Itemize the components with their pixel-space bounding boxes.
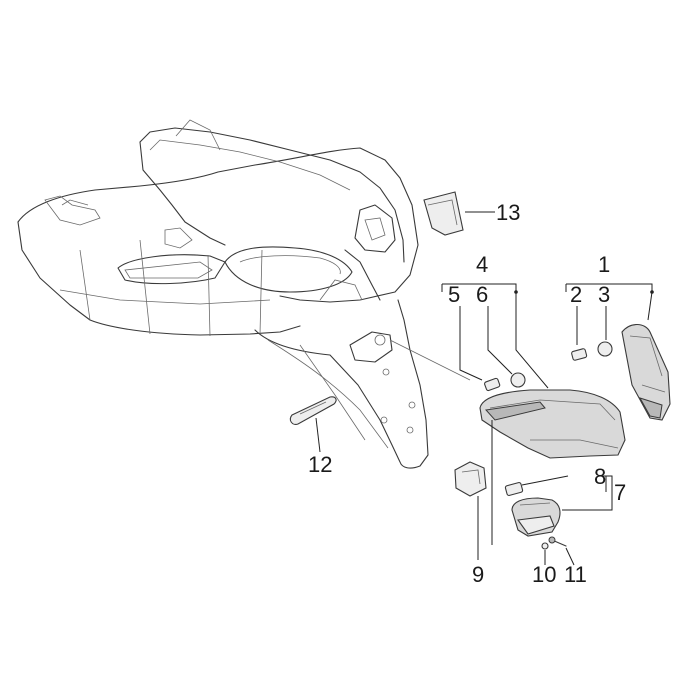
part-9-connector bbox=[454, 461, 487, 560]
part-11-screw bbox=[548, 536, 575, 566]
part-2-bulb bbox=[571, 306, 588, 361]
rear-body-shroud bbox=[17, 119, 419, 337]
callout-6: 6 bbox=[476, 282, 488, 307]
callout-9: 9 bbox=[472, 562, 484, 587]
bracket-4 bbox=[441, 283, 653, 321]
callout-7: 7 bbox=[614, 480, 626, 505]
part-12-reflector bbox=[289, 396, 337, 453]
license-plate-holder bbox=[254, 299, 429, 469]
part-7-license-light bbox=[511, 497, 606, 537]
part-3-bulb bbox=[597, 306, 613, 357]
bracket-1 bbox=[565, 283, 654, 294]
callout-5: 5 bbox=[448, 282, 460, 307]
part-4-tail-lamp bbox=[479, 389, 626, 459]
callout-3: 3 bbox=[598, 282, 610, 307]
callout-8: 8 bbox=[594, 464, 606, 489]
callout-2: 2 bbox=[570, 282, 582, 307]
callout-10: 10 bbox=[532, 562, 556, 587]
callout-12: 12 bbox=[308, 452, 332, 477]
part-6-bulb bbox=[487, 306, 526, 388]
leader-plate bbox=[389, 339, 471, 381]
callout-4: 4 bbox=[476, 252, 488, 277]
part-10-washer bbox=[541, 542, 549, 565]
part-8-bulb bbox=[504, 475, 613, 511]
part-5-bulb bbox=[459, 306, 501, 392]
callout-13: 13 bbox=[496, 200, 520, 225]
callout-11: 11 bbox=[564, 562, 587, 587]
part-1-side-lens bbox=[621, 323, 671, 421]
callout-1: 1 bbox=[598, 252, 610, 277]
leader-4-lens bbox=[515, 290, 549, 389]
part-13-cover bbox=[423, 191, 495, 236]
